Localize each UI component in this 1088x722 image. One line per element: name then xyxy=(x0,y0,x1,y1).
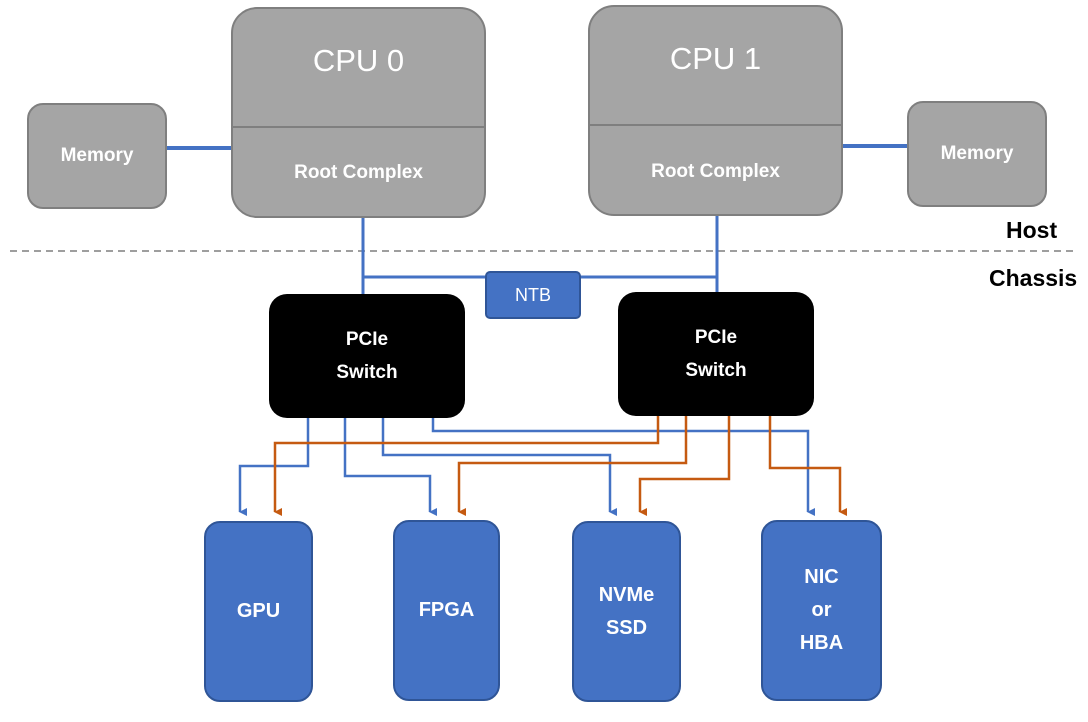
device-nic-label-line2: or xyxy=(811,599,832,621)
orange-link-fpga xyxy=(457,416,688,516)
memory-left-label: Memory xyxy=(60,145,134,166)
cpu1-title: CPU 1 xyxy=(669,41,762,76)
device-nvme-label-line1: NVMe xyxy=(598,583,655,606)
cpu0-title: CPU 0 xyxy=(312,43,405,78)
pcie-switch-left: PCIe Switch xyxy=(269,294,465,418)
chassis-label: Chassis xyxy=(989,265,1078,291)
orange-link-nic xyxy=(768,416,847,516)
device-fpga-label: FPGA xyxy=(418,599,475,621)
pcie-switch-right-line2: Switch xyxy=(685,360,747,381)
host-label: Host xyxy=(1006,217,1058,243)
blue-link-nic xyxy=(431,418,815,516)
pcie-switch-right-line1: PCIe xyxy=(694,327,738,348)
cpu0-root-complex: Root Complex xyxy=(294,162,423,183)
cpu1-box: CPU 1 Root Complex xyxy=(588,5,843,216)
device-fpga: FPGA xyxy=(393,520,500,701)
blue-links xyxy=(238,418,815,516)
device-nvme-ssd: NVMe SSD xyxy=(572,521,681,702)
cpu0-divider xyxy=(233,126,484,128)
device-nvme-label-line2: SSD xyxy=(605,616,648,639)
device-nic-label-line1: NIC xyxy=(804,566,839,588)
cpu1-root-complex: Root Complex xyxy=(651,161,780,182)
device-gpu: GPU xyxy=(204,521,313,702)
orange-link-gpu xyxy=(273,416,660,516)
memory-left: Memory xyxy=(27,103,167,209)
cpu0-box: CPU 0 Root Complex xyxy=(231,7,486,218)
device-gpu-label: GPU xyxy=(236,600,281,622)
pcie-switch-left-line1: PCIe xyxy=(345,329,389,350)
memory-right-label: Memory xyxy=(940,143,1014,164)
blue-link-fpga xyxy=(343,418,437,516)
device-nic-label-line3: HBA xyxy=(799,632,844,654)
orange-links xyxy=(273,416,847,516)
ntb-label: NTB xyxy=(515,284,551,305)
memory-right: Memory xyxy=(907,101,1047,207)
pcie-switch-right: PCIe Switch xyxy=(618,292,814,416)
orange-link-nvme xyxy=(638,416,731,516)
ntb-box: NTB xyxy=(485,271,581,319)
blue-link-nvme xyxy=(381,418,617,516)
cpu1-divider xyxy=(590,124,841,126)
device-nic-hba: NIC or HBA xyxy=(761,520,882,701)
pcie-switch-left-line2: Switch xyxy=(336,362,398,383)
